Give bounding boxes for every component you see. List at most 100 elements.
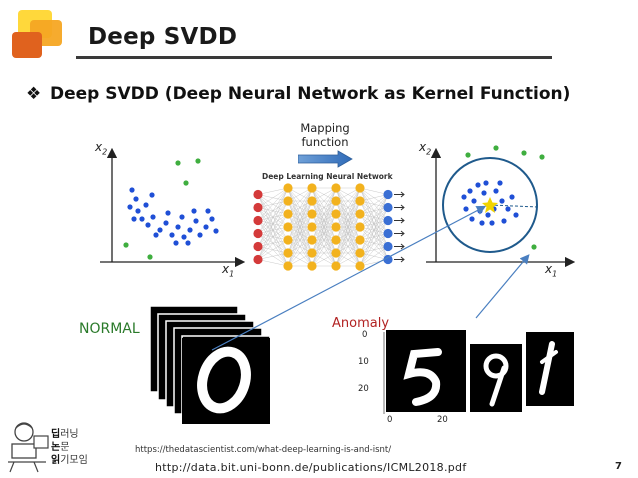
normal-point (165, 210, 171, 216)
normal-point (187, 227, 193, 233)
network-edge (359, 194, 389, 254)
normal-point (135, 208, 141, 214)
network-node (283, 222, 293, 232)
normal-point (175, 224, 181, 230)
normal-point (489, 220, 495, 226)
normal-point (483, 180, 489, 186)
normal-digit-stack (149, 305, 271, 424)
outlier-point (147, 254, 153, 260)
source-link-paper[interactable]: http://data.bit.uni-bonn.de/publications… (155, 461, 467, 474)
outlier-point (123, 242, 129, 248)
anomaly-digit-images (383, 330, 574, 414)
network-node (355, 248, 365, 258)
network-node (383, 189, 393, 200)
network-node (383, 254, 393, 265)
network-edge (257, 187, 289, 221)
normal-point (513, 212, 519, 218)
section-heading: ❖ Deep SVDD (Deep Neural Network as Kerne… (26, 84, 570, 104)
normal-point (203, 224, 209, 230)
page-number: 7 (615, 461, 622, 472)
neural-network-diagram (253, 183, 405, 271)
network-node (307, 248, 317, 258)
normal-point (481, 190, 487, 196)
normal-point (131, 216, 137, 222)
network-node (283, 196, 293, 206)
normal-point (185, 240, 191, 246)
normal-point (467, 188, 473, 194)
network-node (331, 196, 341, 206)
output-arrow-icon (394, 230, 405, 237)
network-node (307, 261, 317, 271)
anomaly-tick-y2: 20 (358, 384, 369, 394)
normal-point (197, 232, 203, 238)
network-node (307, 183, 317, 193)
network-node (355, 209, 365, 219)
output-arrow-icon (394, 256, 405, 263)
title-underline (76, 56, 552, 59)
output-arrow-icon (394, 243, 405, 250)
output-arrow-icon (394, 204, 405, 211)
outlier-point (539, 154, 545, 160)
normal-point (501, 218, 507, 224)
title-decoration-icon (12, 10, 62, 58)
network-node (383, 241, 393, 252)
left-x-axis-label: x1 (222, 262, 235, 279)
normal-label: NORMAL (79, 321, 140, 337)
mapping-arrow-icon (298, 150, 353, 168)
digit-zero-image (182, 338, 270, 424)
network-title: Deep Learning Neural Network (262, 172, 393, 181)
mapping-label: Mapping function (290, 121, 360, 149)
normal-point (143, 202, 149, 208)
normal-point (463, 206, 469, 212)
network-node (307, 222, 317, 232)
network-node (253, 215, 263, 226)
outlier-point (175, 160, 181, 166)
network-node (355, 183, 365, 193)
network-edge (257, 226, 289, 260)
network-node (307, 209, 317, 219)
network-edge (359, 207, 389, 267)
network-node (331, 209, 341, 219)
normal-point (461, 194, 467, 200)
normal-point (497, 180, 503, 186)
digit-five-image (386, 330, 466, 412)
normal-point (145, 222, 151, 228)
network-edge (257, 187, 289, 247)
normal-point (179, 214, 185, 220)
network-node (331, 222, 341, 232)
outlier-point (183, 180, 189, 186)
network-node (283, 261, 293, 271)
network-edge (359, 194, 389, 267)
right-y-axis-label: x2 (419, 140, 432, 157)
outlier-point (465, 152, 471, 158)
normal-point (499, 198, 505, 204)
normal-point (509, 194, 515, 200)
normal-point (139, 216, 145, 222)
outlier-point (521, 150, 527, 156)
normal-point (209, 216, 215, 222)
anomaly-tick-x1: 20 (437, 415, 448, 425)
normal-point (133, 196, 139, 202)
study-group-logo-icon (8, 422, 49, 473)
mapping-line2: function (301, 135, 349, 149)
network-node (253, 241, 263, 252)
radius-line (489, 204, 539, 208)
network-edge (257, 252, 289, 260)
network-node (383, 228, 393, 239)
network-node (383, 202, 393, 213)
network-edge (257, 259, 289, 267)
normal-point (493, 188, 499, 194)
source-link-datascientist[interactable]: https://thedatascientist.com/what-deep-l… (135, 445, 392, 455)
normal-point (129, 187, 135, 193)
network-node (253, 228, 263, 239)
diamond-bullet-icon: ❖ (26, 84, 42, 104)
network-node (331, 235, 341, 245)
heading-text: Deep SVDD (Deep Neural Network as Kernel… (50, 84, 571, 104)
normal-point (150, 214, 156, 220)
normal-point (485, 212, 491, 218)
outlier-point (531, 244, 537, 250)
network-edge (257, 187, 289, 260)
network-node (355, 222, 365, 232)
network-node (355, 261, 365, 271)
normal-point (477, 208, 483, 214)
